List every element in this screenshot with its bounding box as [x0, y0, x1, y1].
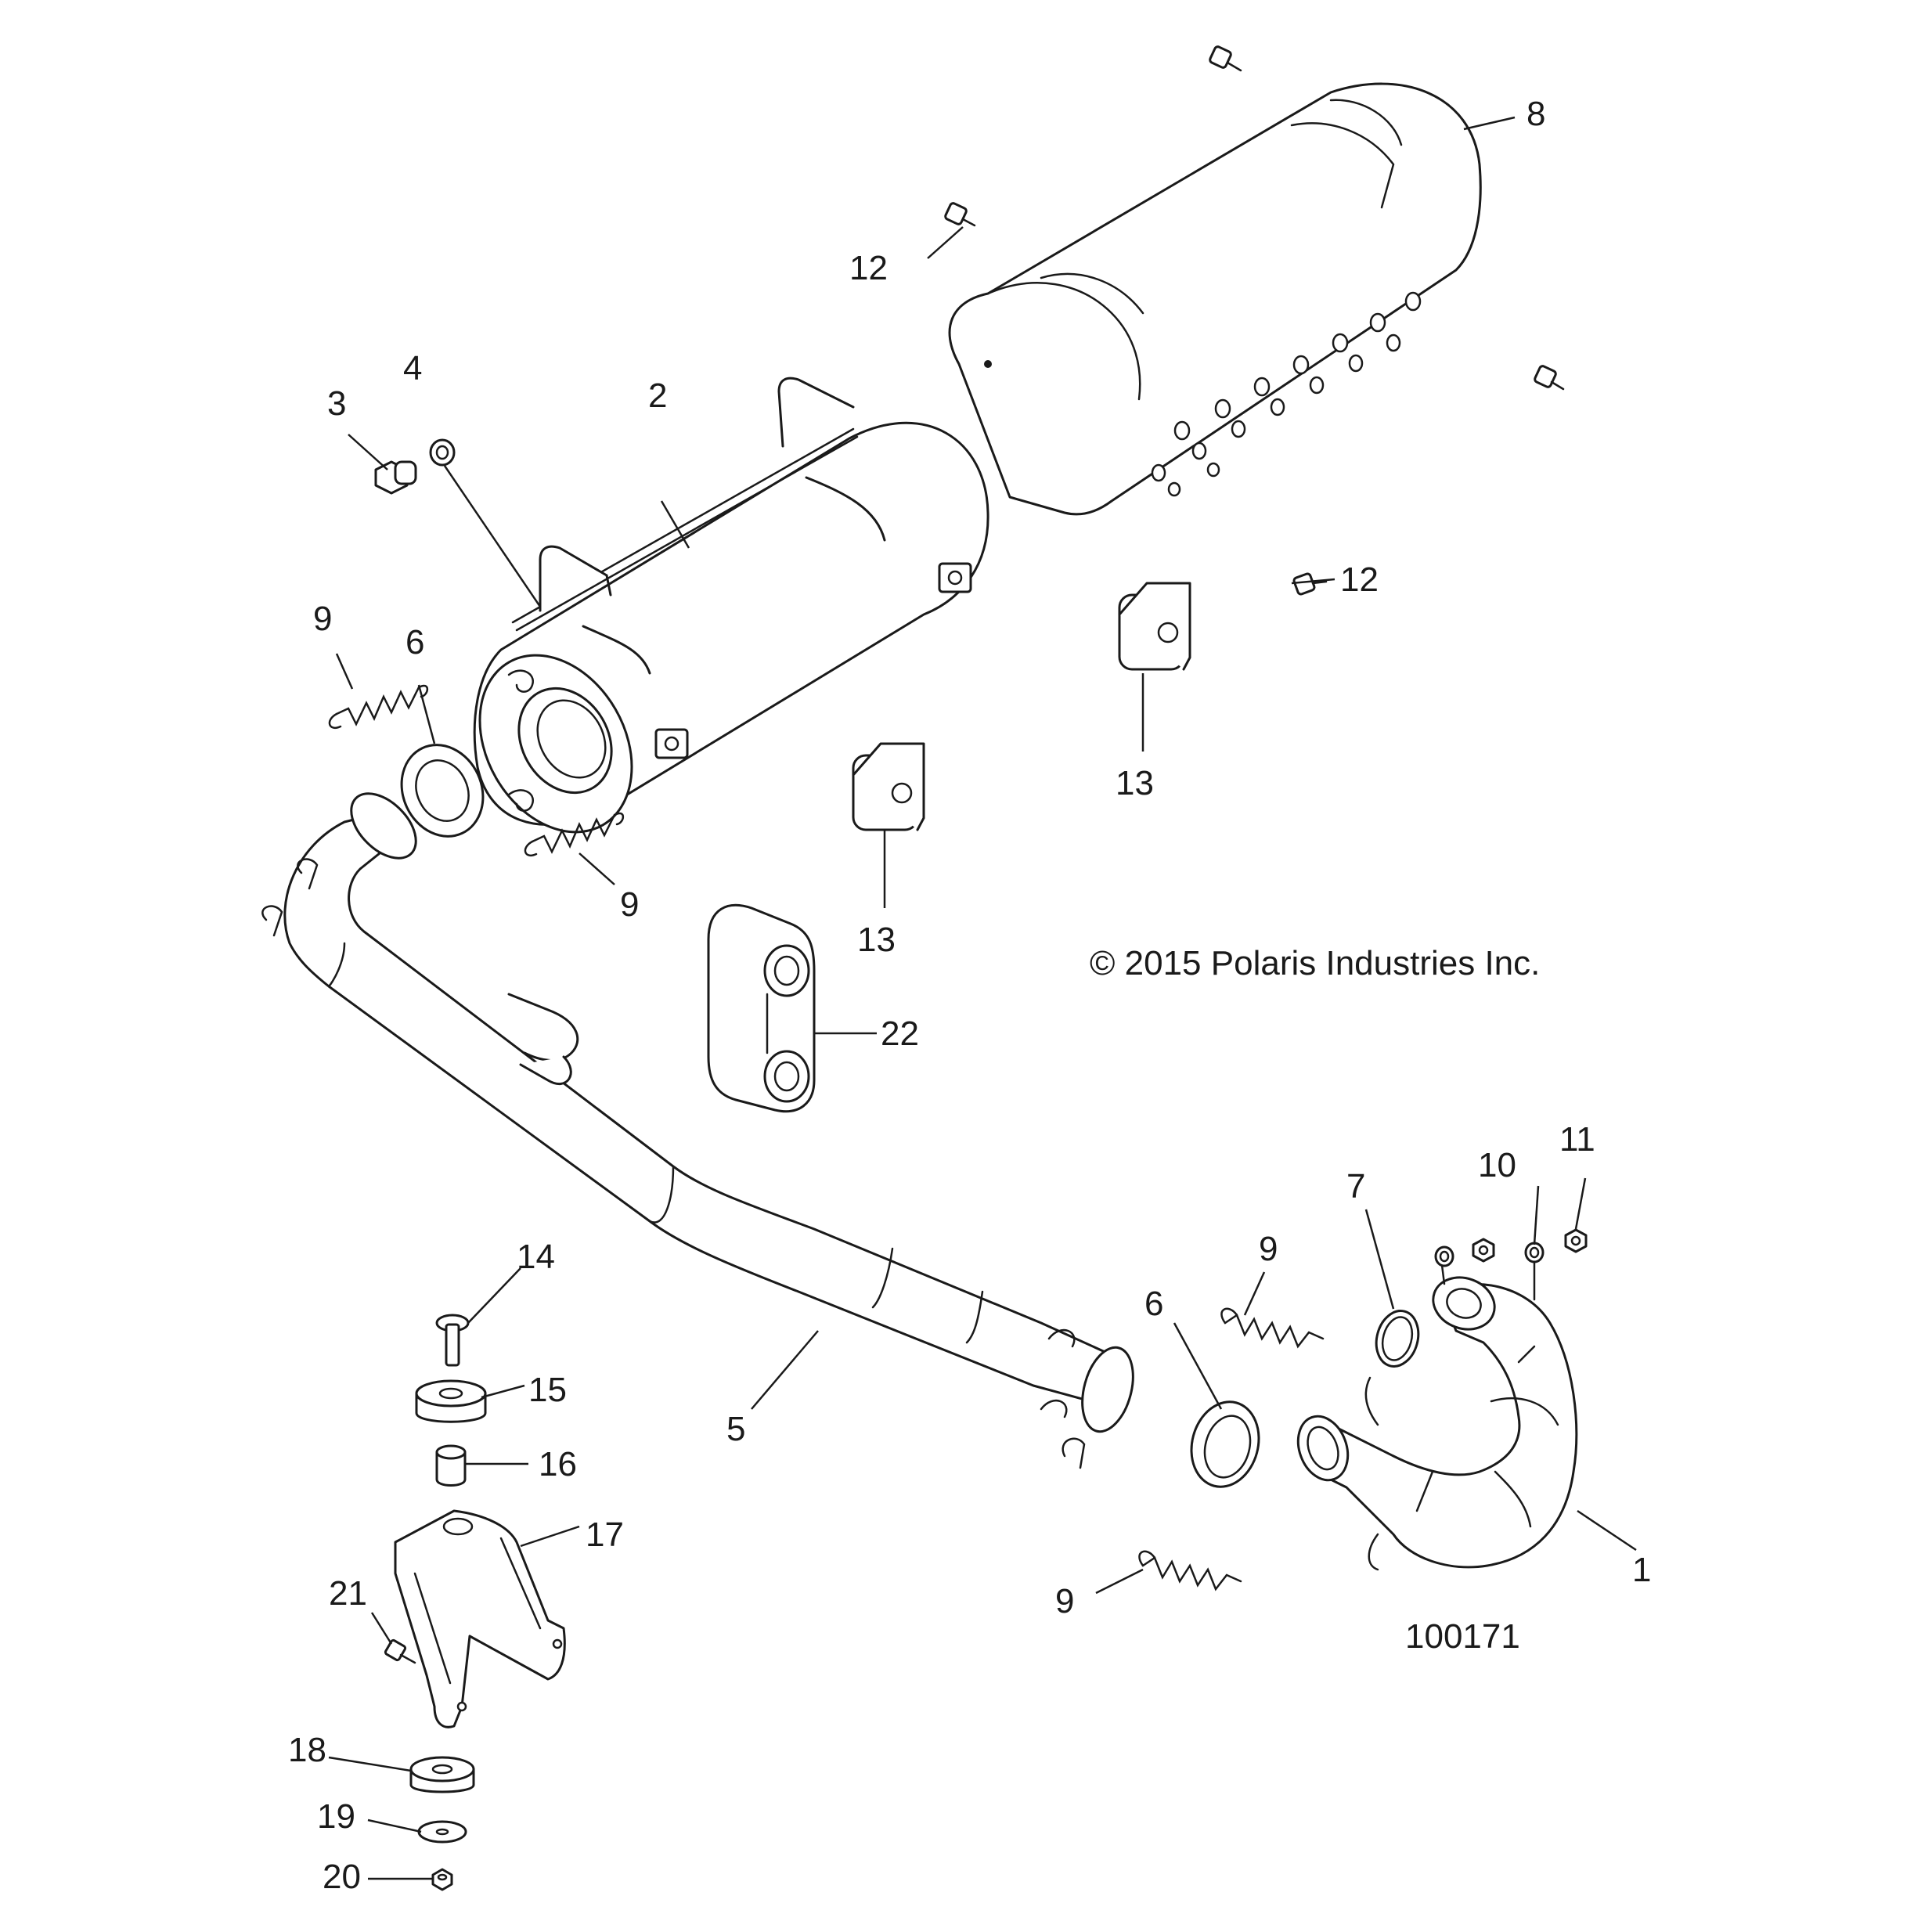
callout-20: 20	[323, 1858, 361, 1896]
callout-1: 1	[1632, 1551, 1651, 1589]
part-17-mount-bracket	[394, 1509, 566, 1728]
part-1-front-pipe	[1296, 1251, 1578, 1571]
part-3-plug	[374, 460, 417, 495]
callout-6-a: 6	[406, 623, 424, 661]
callout-9-b: 9	[620, 885, 639, 924]
callout-9-a: 9	[313, 600, 332, 638]
part-7-seal-ring	[1375, 1310, 1420, 1368]
callout-12-lower: 12	[1340, 560, 1379, 599]
part-19-washer	[417, 1820, 467, 1844]
copyright-notice: © 2015 Polaris Industries Inc.	[1090, 944, 1540, 982]
callout-11: 11	[1559, 1120, 1595, 1159]
leader-lines	[328, 116, 1637, 1880]
part-21-bolt	[384, 1638, 416, 1664]
callout-9-d: 9	[1055, 1582, 1074, 1620]
callout-22: 22	[881, 1015, 919, 1053]
part-10-washer	[1434, 1242, 1545, 1267]
part-15-bushing	[415, 1379, 487, 1423]
part-22-isolator	[707, 903, 816, 1113]
callout-16: 16	[539, 1445, 577, 1483]
part-12-bolt-right	[1534, 365, 1565, 391]
part-18-bushing	[409, 1756, 475, 1793]
callout-17: 17	[586, 1516, 624, 1554]
part-11-nut	[1472, 1228, 1588, 1263]
callout-5: 5	[726, 1410, 745, 1448]
part-13-grommet-right	[1118, 582, 1191, 671]
part-12-bolt-top	[1209, 45, 1242, 72]
callout-15: 15	[528, 1371, 567, 1409]
callout-12-upper: 12	[849, 249, 888, 287]
part-13-grommet-left	[852, 742, 925, 831]
callout-labels: 8 12 12 2 3 4 9 6 9 13 13 22 5 7 10 11 9…	[288, 95, 1651, 1896]
callout-18: 18	[288, 1731, 326, 1769]
callout-21: 21	[329, 1574, 367, 1613]
callout-13-left: 13	[857, 921, 896, 959]
part-6-gasket-muffler	[400, 744, 485, 838]
part-5-head-pipe	[261, 792, 1134, 1469]
callout-9-c: 9	[1259, 1230, 1278, 1268]
callout-7: 7	[1346, 1167, 1365, 1206]
part-12-bolt-upper	[944, 202, 976, 227]
callout-6-b: 6	[1144, 1285, 1163, 1323]
callout-8: 8	[1526, 95, 1545, 133]
heat-shield-vent-holes	[1151, 291, 1422, 497]
part-9-spring-d	[1138, 1550, 1242, 1591]
part-16-sleeve	[435, 1444, 467, 1487]
part-9-spring-c	[1220, 1307, 1325, 1349]
part-9-spring-a	[328, 684, 429, 729]
callout-3: 3	[327, 384, 346, 423]
part-4-washer	[429, 438, 456, 467]
part-2-muffler	[473, 377, 989, 834]
callout-14: 14	[517, 1238, 555, 1276]
part-12-bolt-lower	[1292, 572, 1328, 596]
part-9-spring-b	[524, 812, 625, 856]
callout-13-right: 13	[1116, 764, 1154, 802]
pipe-hanger-rod	[507, 993, 579, 1086]
part-8-heat-shield	[948, 82, 1482, 516]
callout-2: 2	[648, 377, 667, 415]
callout-4: 4	[403, 349, 422, 387]
part-6-gasket-head	[1190, 1400, 1260, 1488]
figure-id: 100171	[1405, 1617, 1520, 1656]
part-14-bolt	[435, 1314, 470, 1367]
part-20-nut	[431, 1868, 453, 1891]
callout-19: 19	[317, 1797, 355, 1836]
callout-10: 10	[1478, 1146, 1516, 1184]
